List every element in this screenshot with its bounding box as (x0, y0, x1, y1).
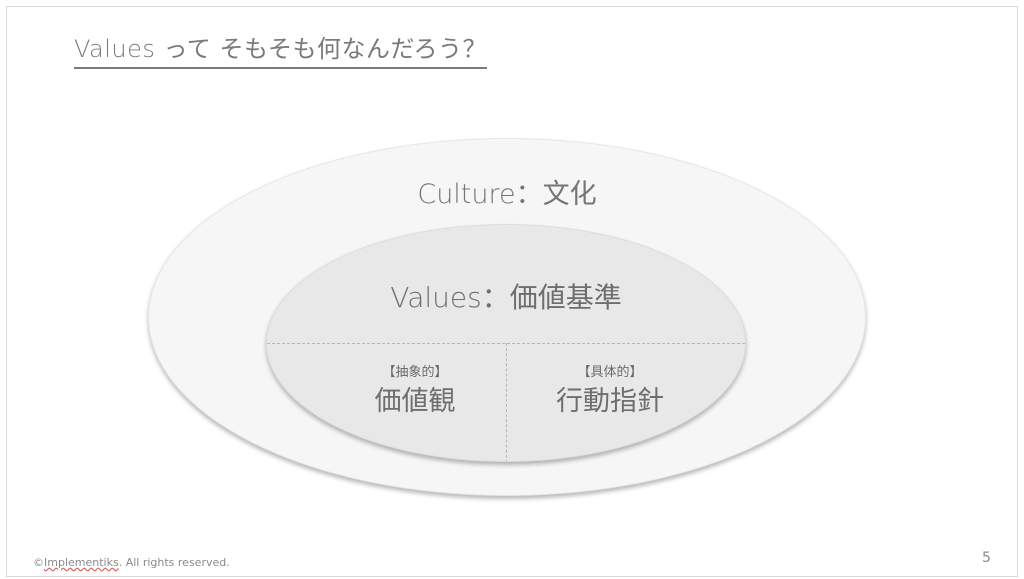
values-ellipse (266, 224, 746, 462)
concrete-quadrant: 【具体的】 行動指針 (520, 364, 700, 420)
abstract-main-label: 価値観 (374, 386, 456, 417)
copyright-text: . All rights reserved. (118, 556, 230, 569)
culture-label: Culture：文化 (417, 179, 597, 210)
vertical-dashed-divider (506, 343, 507, 461)
abstract-sublabel: 【抽象的】 (382, 365, 448, 380)
values-label: Values：価値基準 (390, 281, 622, 314)
slide-title: Values って そもそも何なんだろう？ (74, 34, 488, 69)
brand-name: Implementiks (44, 556, 119, 569)
abstract-quadrant: 【抽象的】 価値観 (332, 364, 498, 420)
copyright-symbol: © (33, 556, 44, 569)
concrete-sublabel: 【具体的】 (577, 365, 643, 380)
page-number: 5 (982, 550, 991, 566)
concrete-main-label: 行動指針 (556, 386, 664, 417)
copyright-footer: ©Implementiks. All rights reserved. (33, 556, 230, 569)
